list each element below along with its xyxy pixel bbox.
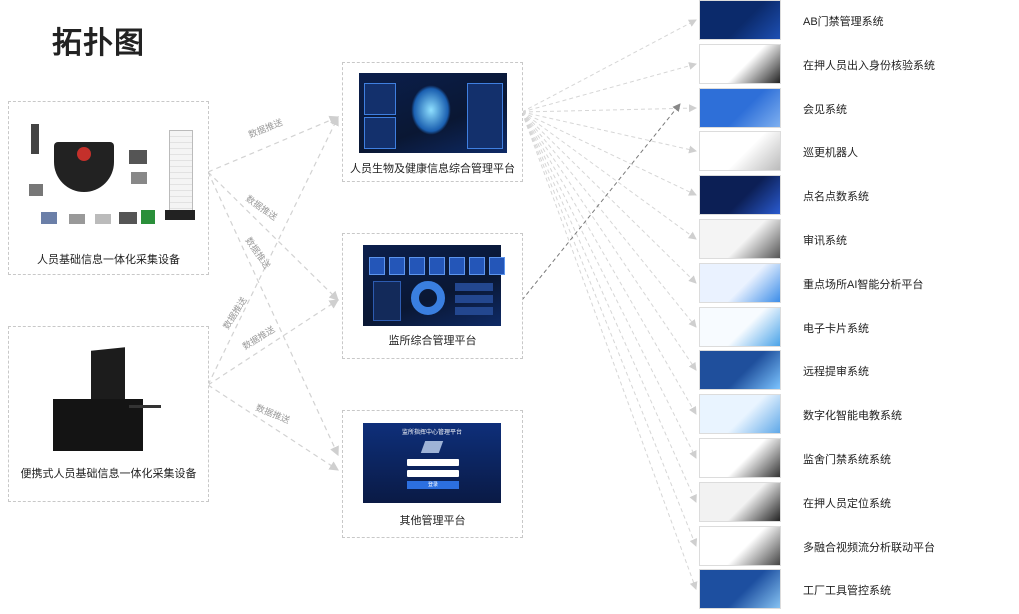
edge-p1-system bbox=[521, 104, 697, 113]
edge-p1-system bbox=[521, 111, 697, 459]
source-box-portable: 便携式人员基础信息一体化采集设备 bbox=[8, 326, 209, 502]
system-label: 审讯系统 bbox=[803, 235, 847, 247]
system-label: 在押人员定位系统 bbox=[803, 498, 891, 510]
platform-label: 其他管理平台 bbox=[399, 515, 466, 527]
scale-base-image bbox=[165, 210, 195, 220]
edge-p1-system bbox=[521, 111, 698, 590]
app-tile-icon bbox=[449, 257, 465, 275]
edge-label: 数据推送 bbox=[254, 402, 292, 426]
height-ruler-image bbox=[169, 130, 193, 216]
system-thumbnail bbox=[699, 394, 781, 434]
app-tile-icon bbox=[369, 257, 385, 275]
edge-p1-system bbox=[521, 111, 697, 240]
system-label: 在押人员出入身份核验系统 bbox=[803, 60, 935, 72]
system-thumbnail bbox=[699, 307, 781, 347]
system-label: 重点场所AI智能分析平台 bbox=[803, 279, 924, 291]
login-screenshot: 监所指挥中心管理平台 登录 bbox=[363, 423, 501, 503]
edge-s1-p1 bbox=[207, 115, 340, 173]
system-label: 电子卡片系统 bbox=[803, 323, 869, 335]
system-thumbnail bbox=[699, 569, 781, 609]
system-label: 数字化智能电教系统 bbox=[803, 410, 902, 422]
system-thumbnail bbox=[699, 482, 781, 522]
edge-p1-system bbox=[521, 111, 697, 415]
system-thumbnail bbox=[699, 350, 781, 390]
platform-label: 人员生物及健康信息综合管理平台 bbox=[350, 163, 515, 175]
system-label: 工厂工具管控系统 bbox=[803, 585, 891, 597]
device-image bbox=[141, 210, 155, 224]
platform-box-bio: 人员生物及健康信息综合管理平台 bbox=[342, 62, 523, 182]
system-label: 远程提审系统 bbox=[803, 366, 869, 378]
reader-image bbox=[29, 184, 43, 196]
app-tile-icon bbox=[429, 257, 445, 275]
platform-box-other: 监所指挥中心管理平台 登录 其他管理平台 bbox=[342, 410, 523, 538]
edge-s2-p1 bbox=[207, 115, 339, 386]
platform-screenshot bbox=[363, 245, 505, 326]
app-tile-icon bbox=[389, 257, 405, 275]
device-image bbox=[119, 212, 137, 224]
app-tile-icon bbox=[409, 257, 425, 275]
edge-s1-p3 bbox=[207, 171, 339, 457]
edge-p1-system bbox=[521, 111, 697, 196]
system-label: 监舍门禁系统系统 bbox=[803, 454, 891, 466]
system-thumbnail bbox=[699, 0, 781, 40]
portable-case-image bbox=[53, 399, 143, 451]
platform-box-prison: 监所综合管理平台 bbox=[342, 233, 523, 359]
edge-p1-system bbox=[521, 19, 697, 113]
system-thumbnail bbox=[699, 175, 781, 215]
edge-s2-p2 bbox=[207, 299, 340, 386]
device-image bbox=[69, 214, 85, 224]
edge-p2-systems bbox=[521, 103, 681, 301]
app-tile-icon bbox=[469, 257, 485, 275]
device-image bbox=[95, 214, 111, 224]
source-box-collector: 人员基础信息一体化采集设备 bbox=[8, 101, 209, 275]
edge-p1-system bbox=[521, 111, 698, 547]
edge-p1-system bbox=[521, 111, 697, 371]
system-label: 多融合视频流分析联动平台 bbox=[803, 542, 935, 554]
edge-p1-system bbox=[521, 111, 697, 284]
edge-s1-p2 bbox=[207, 171, 339, 301]
system-label: 巡更机器人 bbox=[803, 147, 858, 159]
system-thumbnail bbox=[699, 44, 781, 84]
edge-label: 数据推送 bbox=[244, 193, 280, 223]
edge-label: 数据推送 bbox=[247, 116, 285, 140]
edge-p1-system bbox=[521, 111, 697, 503]
device-image bbox=[129, 150, 147, 164]
system-thumbnail bbox=[699, 131, 781, 171]
edge-label: 数据推送 bbox=[220, 295, 248, 331]
portable-lid-image bbox=[91, 347, 125, 407]
device-image bbox=[41, 212, 57, 224]
login-title: 监所指挥中心管理平台 bbox=[401, 430, 462, 436]
edge-s2-p3 bbox=[207, 384, 340, 471]
edge-p1-system bbox=[521, 111, 697, 154]
system-label: 点名点数系统 bbox=[803, 191, 869, 203]
source-label: 人员基础信息一体化采集设备 bbox=[37, 254, 180, 266]
system-thumbnail bbox=[699, 526, 781, 566]
portable-handle-image bbox=[129, 405, 161, 408]
login-button[interactable]: 登录 bbox=[407, 481, 459, 489]
platform-label: 监所综合管理平台 bbox=[388, 335, 477, 347]
app-tile-icon bbox=[489, 257, 505, 275]
platform-screenshot bbox=[359, 73, 507, 153]
camera-stand-image bbox=[31, 124, 39, 154]
emblem-icon bbox=[77, 147, 91, 161]
system-thumbnail bbox=[699, 88, 781, 128]
system-thumbnail bbox=[699, 438, 781, 478]
edge-label: 数据推送 bbox=[240, 323, 276, 351]
system-label: AB门禁管理系统 bbox=[803, 16, 884, 28]
edge-p1-system bbox=[521, 62, 697, 113]
device-image bbox=[131, 172, 147, 184]
edge-label: 数据推送 bbox=[243, 235, 273, 271]
source-label: 便携式人员基础信息一体化采集设备 bbox=[20, 468, 197, 480]
page-title: 拓扑图 bbox=[52, 27, 145, 60]
system-thumbnail bbox=[699, 219, 781, 259]
system-label: 会见系统 bbox=[803, 104, 847, 116]
system-thumbnail bbox=[699, 263, 781, 303]
